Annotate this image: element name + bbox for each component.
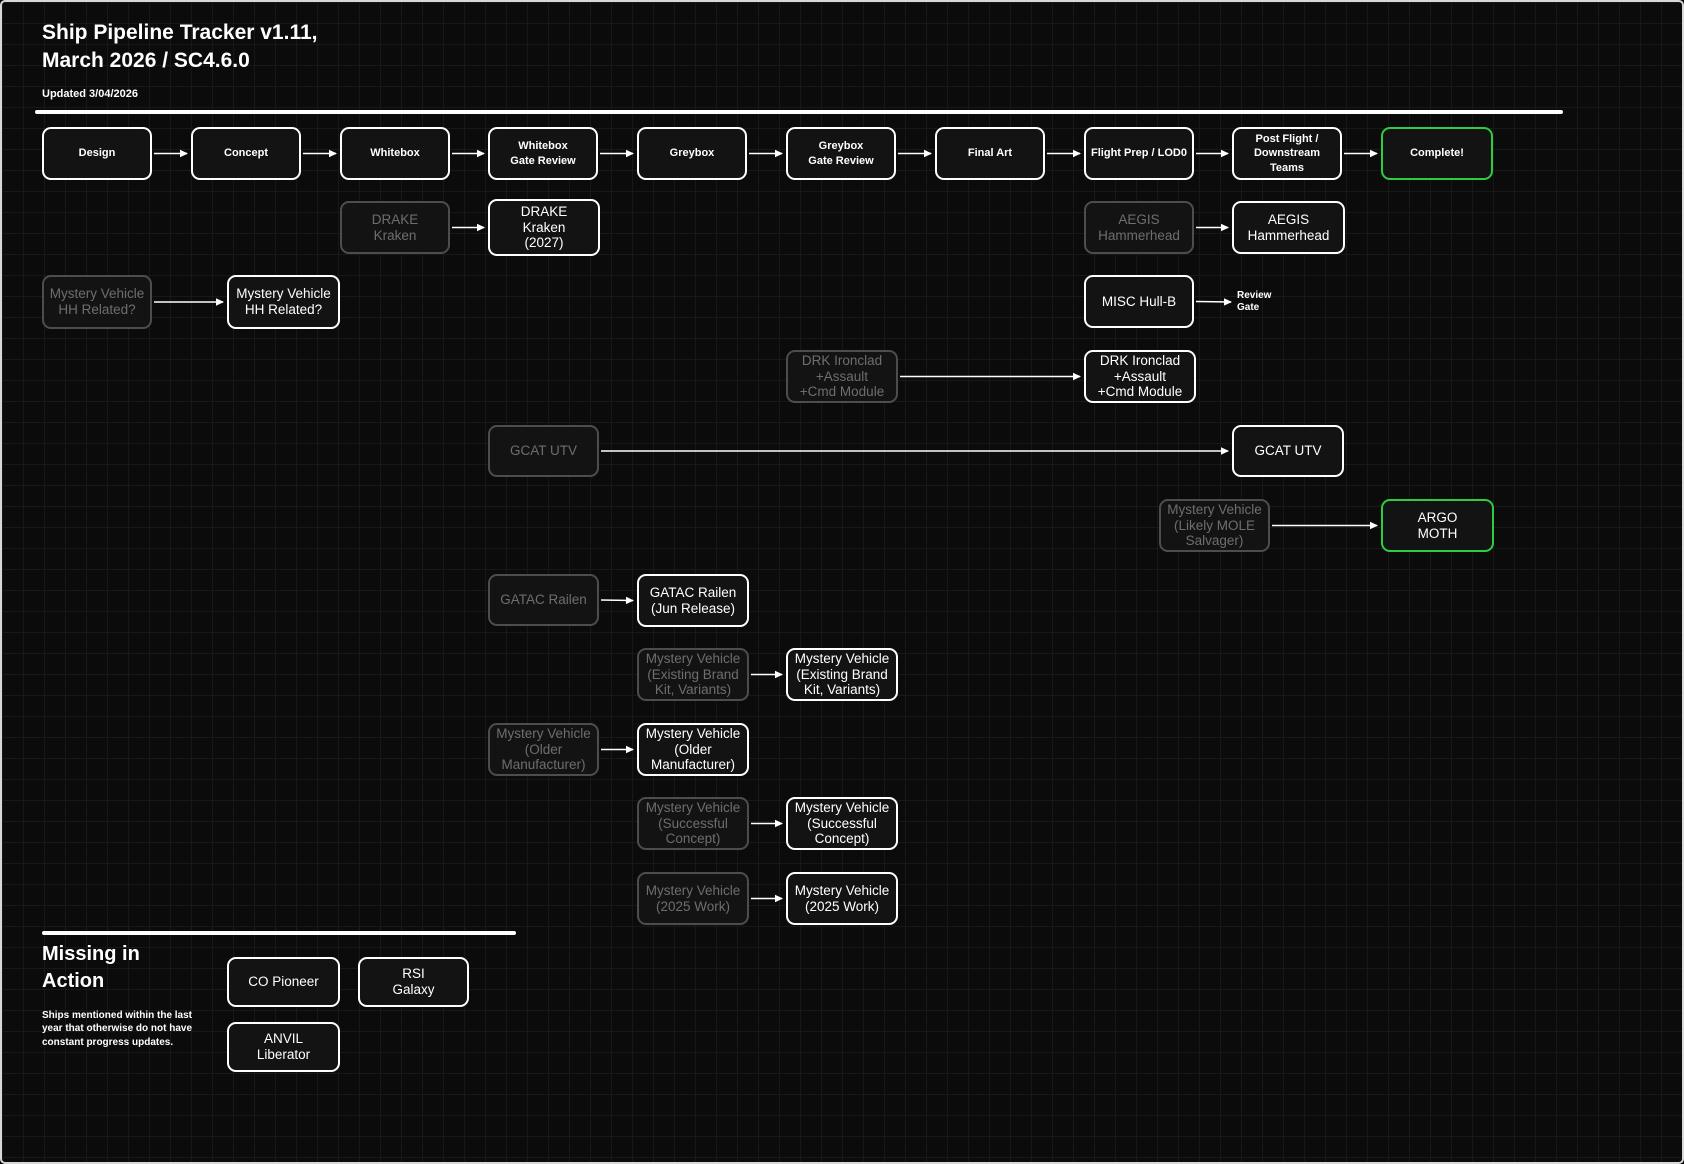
ship-mystery-2025: Mystery Vehicle (2025 Work) — [786, 872, 898, 925]
ship-drake-kraken-dim: DRAKE Kraken — [340, 201, 450, 254]
ship-drk-ironclad: DRK Ironclad +Assault +Cmd Module — [1084, 350, 1196, 403]
ship-mystery-mole-dim: Mystery Vehicle (Likely MOLE Salvager) — [1159, 499, 1270, 552]
ship-gcat-utv-dim: GCAT UTV — [488, 425, 599, 477]
stage-design: Design — [42, 127, 152, 180]
mia-anvil-liberator: ANVIL Liberator — [227, 1022, 340, 1072]
mia-rsi-galaxy: RSI Galaxy — [358, 957, 469, 1007]
ship-mystery-2025-dim: Mystery Vehicle (2025 Work) — [637, 872, 749, 925]
ship-drake-kraken: DRAKE Kraken (2027) — [488, 199, 600, 256]
page-title: Ship Pipeline Tracker v1.11, March 2026 … — [42, 19, 317, 74]
label-review-gate: Review Gate — [1237, 289, 1272, 314]
mia-description: Ships mentioned within the last year tha… — [42, 1010, 193, 1048]
mia-divider — [42, 931, 516, 935]
mia-heading-line-2: Action — [42, 970, 105, 992]
stage-complete: Complete! — [1381, 127, 1493, 180]
mia-heading-line-1: Missing in — [42, 943, 140, 965]
ship-mystery-brandkit-dim: Mystery Vehicle (Existing Brand Kit, Var… — [637, 648, 749, 701]
ship-aegis-hammerhead-dim: AEGIS Hammerhead — [1084, 201, 1194, 254]
updated-date-label: Updated 3/04/2026 — [42, 88, 138, 100]
ship-mystery-brandkit: Mystery Vehicle (Existing Brand Kit, Var… — [786, 648, 898, 701]
stage-greybox-gate: Greybox Gate Review — [786, 127, 896, 180]
ship-aegis-hammerhead: AEGIS Hammerhead — [1232, 201, 1345, 254]
ship-drk-ironclad-dim: DRK Ironclad +Assault +Cmd Module — [786, 350, 898, 403]
ship-mystery-concept-dim: Mystery Vehicle (Successful Concept) — [637, 797, 749, 850]
ship-gatac-railen-dim: GATAC Railen — [488, 574, 599, 626]
ship-misc-hull-b: MISC Hull-B — [1084, 275, 1194, 328]
stage-final-art: Final Art — [935, 127, 1045, 180]
ship-mystery-hh-dim: Mystery Vehicle HH Related? — [42, 275, 152, 329]
stage-greybox: Greybox — [637, 127, 747, 180]
ship-argo-moth: ARGO MOTH — [1381, 499, 1494, 552]
stage-concept: Concept — [191, 127, 301, 180]
mia-heading: Missing in Action — [42, 941, 140, 995]
stage-whitebox-gate: Whitebox Gate Review — [488, 127, 598, 180]
stage-post-flight: Post Flight / Downstream Teams — [1232, 127, 1342, 180]
stage-flight-prep: Flight Prep / LOD0 — [1084, 127, 1194, 180]
ship-mystery-hh: Mystery Vehicle HH Related? — [227, 275, 340, 329]
mia-co-pioneer: CO Pioneer — [227, 957, 340, 1007]
page-title-line-2: March 2026 / SC4.6.0 — [42, 48, 250, 72]
stage-whitebox: Whitebox — [340, 127, 450, 180]
header-divider — [35, 110, 1563, 114]
page-title-line-1: Ship Pipeline Tracker v1.11, — [42, 21, 318, 44]
ship-mystery-concept: Mystery Vehicle (Successful Concept) — [786, 797, 898, 850]
ship-mystery-older-dim: Mystery Vehicle (Older Manufacturer) — [488, 723, 599, 776]
ship-gcat-utv: GCAT UTV — [1232, 425, 1344, 477]
ship-gatac-railen: GATAC Railen (Jun Release) — [637, 574, 749, 627]
ship-mystery-older: Mystery Vehicle (Older Manufacturer) — [637, 723, 749, 776]
